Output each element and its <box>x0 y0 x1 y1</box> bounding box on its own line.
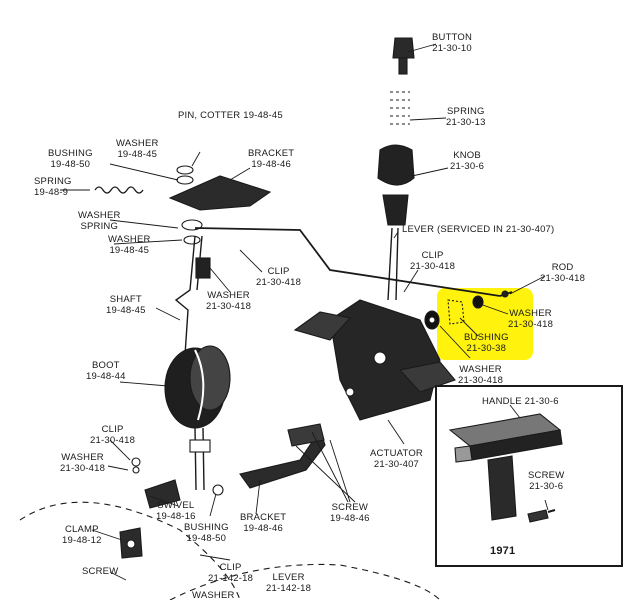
boot-part <box>164 345 231 429</box>
knob-part <box>377 144 415 226</box>
spring-part <box>390 91 410 125</box>
spring-left <box>94 186 144 194</box>
inset-screw-part <box>527 509 556 523</box>
label-inset-handle: HANDLE 21-30-6 <box>482 396 559 407</box>
lever-shaft <box>387 227 399 301</box>
dashed-outline-left <box>19 501 241 600</box>
bottom-bracket <box>239 428 326 489</box>
leader-lines <box>60 43 546 581</box>
bushing-highlighted-part <box>447 299 465 325</box>
label-lever: LEVER (SERVICED IN 21-30-407) <box>402 224 555 235</box>
inset-handle-part <box>448 411 563 521</box>
label-pin-cotter: PIN, COTTER 19-48-45 <box>178 110 283 121</box>
actuator-body <box>293 299 456 421</box>
inset-year: 1971 <box>490 545 516 557</box>
rod-part <box>194 227 501 297</box>
label-screw-far-left: SCREW <box>82 566 119 577</box>
top-bracket <box>168 165 272 211</box>
label-washer-bottom: WASHER <box>192 590 235 600</box>
inset-frame <box>435 385 623 567</box>
button-part <box>392 37 415 75</box>
swivel-part <box>144 479 181 509</box>
dashed-outline-bottom <box>169 563 441 600</box>
